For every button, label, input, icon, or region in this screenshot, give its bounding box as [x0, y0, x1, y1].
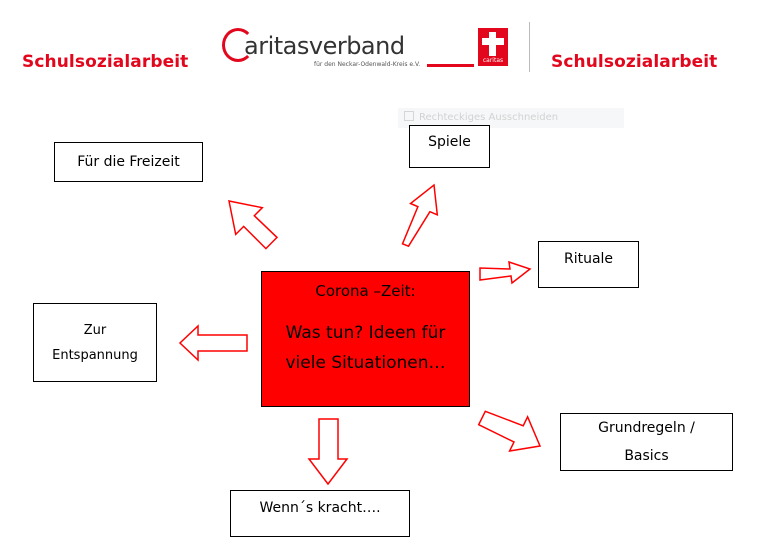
arrow-to-spiele [401, 183, 439, 248]
node-spiele: Spiele [409, 125, 490, 168]
ghost-snip-toolbar: Rechteckiges Ausschneiden [398, 108, 624, 128]
ghost-toolbar-label: Rechteckiges Ausschneiden [419, 112, 559, 123]
node-freizeit-label: Für die Freizeit [77, 154, 180, 170]
header-title-right: Schulsozialarbeit [551, 52, 718, 72]
arrow-to-kracht [307, 418, 349, 486]
node-kracht: Wenn´s kracht…. [230, 490, 410, 537]
node-entspannung: Zur Entspannung [33, 303, 157, 382]
logo-subtitle: für den Neckar-Odenwald-Kreis e.V. [314, 61, 421, 68]
center-text: Was tun? Ideen für viele Situationen… [285, 323, 446, 373]
arrow-to-entspannung [178, 324, 248, 362]
node-grundregeln: Grundregeln / Basics [560, 413, 733, 471]
logo-c-mark [222, 28, 254, 62]
center-topic-box: Corona –Zeit: Was tun? Ideen für viele S… [261, 271, 470, 407]
node-entspannung-label: Zur Entspannung [52, 322, 138, 363]
caritas-cross-icon: caritas [478, 28, 508, 66]
node-spiele-label: Spiele [428, 134, 471, 150]
caritas-logo: aritasverband für den Neckar-Odenwald-Kr… [222, 22, 542, 80]
logo-underline [427, 64, 474, 67]
snip-icon [404, 111, 414, 121]
logo-wordmark: aritasverband [244, 32, 405, 60]
node-kracht-label: Wenn´s kracht…. [259, 500, 381, 516]
logo-mark-text: caritas [482, 57, 504, 64]
arrow-to-grundregeln [477, 410, 542, 452]
node-rituale: Rituale [538, 241, 639, 288]
arrow-to-rituale [479, 260, 532, 285]
node-freizeit: Für die Freizeit [54, 142, 203, 182]
arrow-to-freizeit [228, 200, 279, 250]
node-grundregeln-label: Grundregeln / Basics [598, 420, 695, 464]
node-rituale-label: Rituale [563, 251, 614, 267]
center-title: Corona –Zeit: [315, 282, 416, 300]
header-title-left: Schulsozialarbeit [22, 52, 189, 72]
logo-divider [529, 22, 530, 72]
